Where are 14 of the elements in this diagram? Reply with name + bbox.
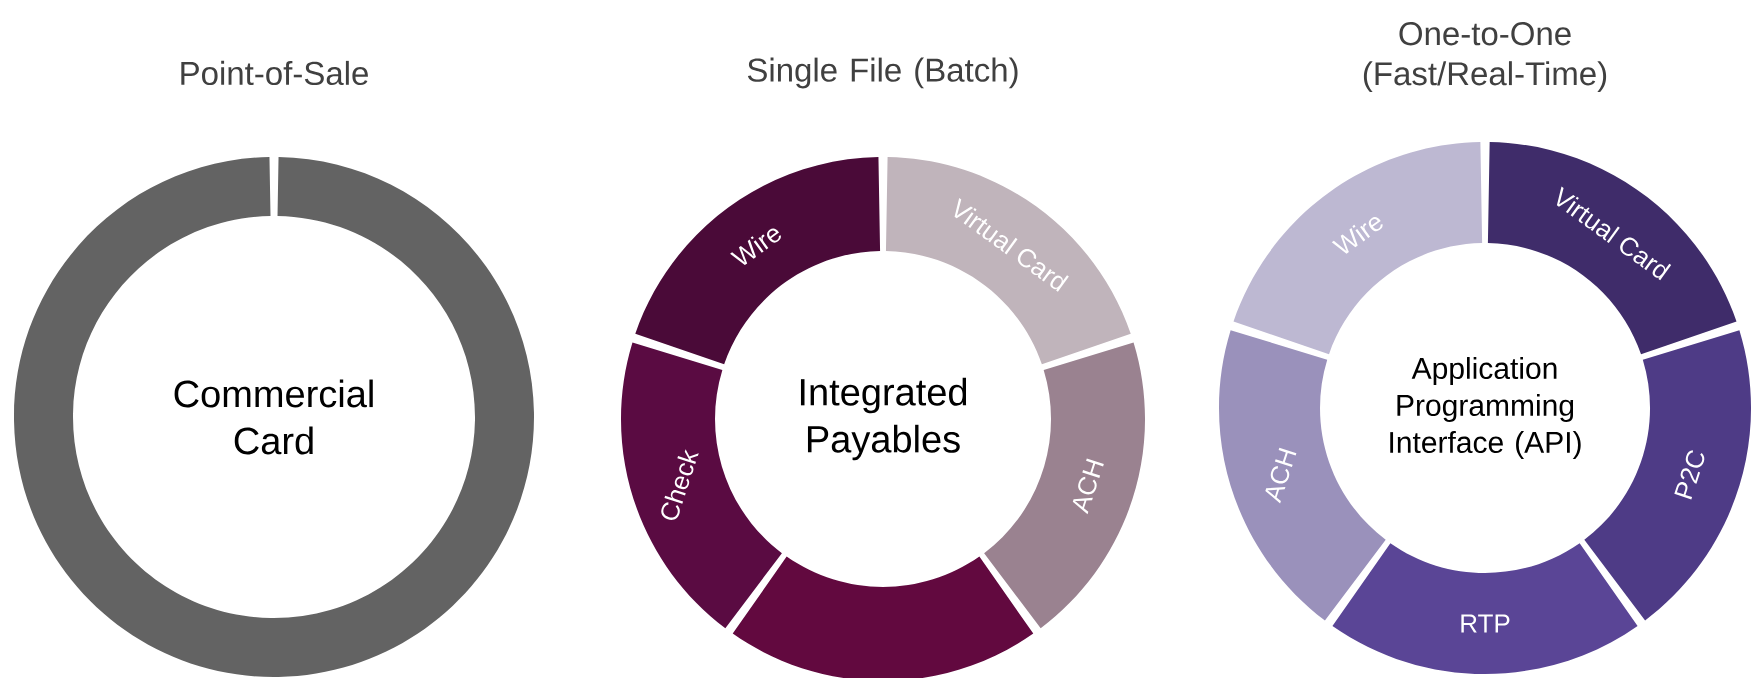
ring-segment — [732, 556, 1034, 678]
ring-segment: Wire — [1233, 142, 1483, 355]
ring-segment: P2C — [1584, 330, 1751, 621]
center-label: Application Programming Interface (API) — [1390, 357, 1581, 459]
center-label: Integrated Payables — [800, 377, 967, 461]
ring-segment: Check — [621, 342, 782, 629]
ring-segment: RTP — [1332, 543, 1638, 674]
ring-segment: ACH — [1219, 330, 1386, 621]
chart-title: One-to-One (Fast/Real-Time) — [1363, 22, 1607, 92]
ring-segment: Wire — [635, 157, 881, 365]
ring-segment: ACH — [984, 342, 1145, 629]
chart-title: Single File (Batch) — [747, 57, 1018, 89]
center-label: Commercial Card — [174, 379, 373, 455]
chart-title: Point-of-Sale — [181, 60, 368, 86]
